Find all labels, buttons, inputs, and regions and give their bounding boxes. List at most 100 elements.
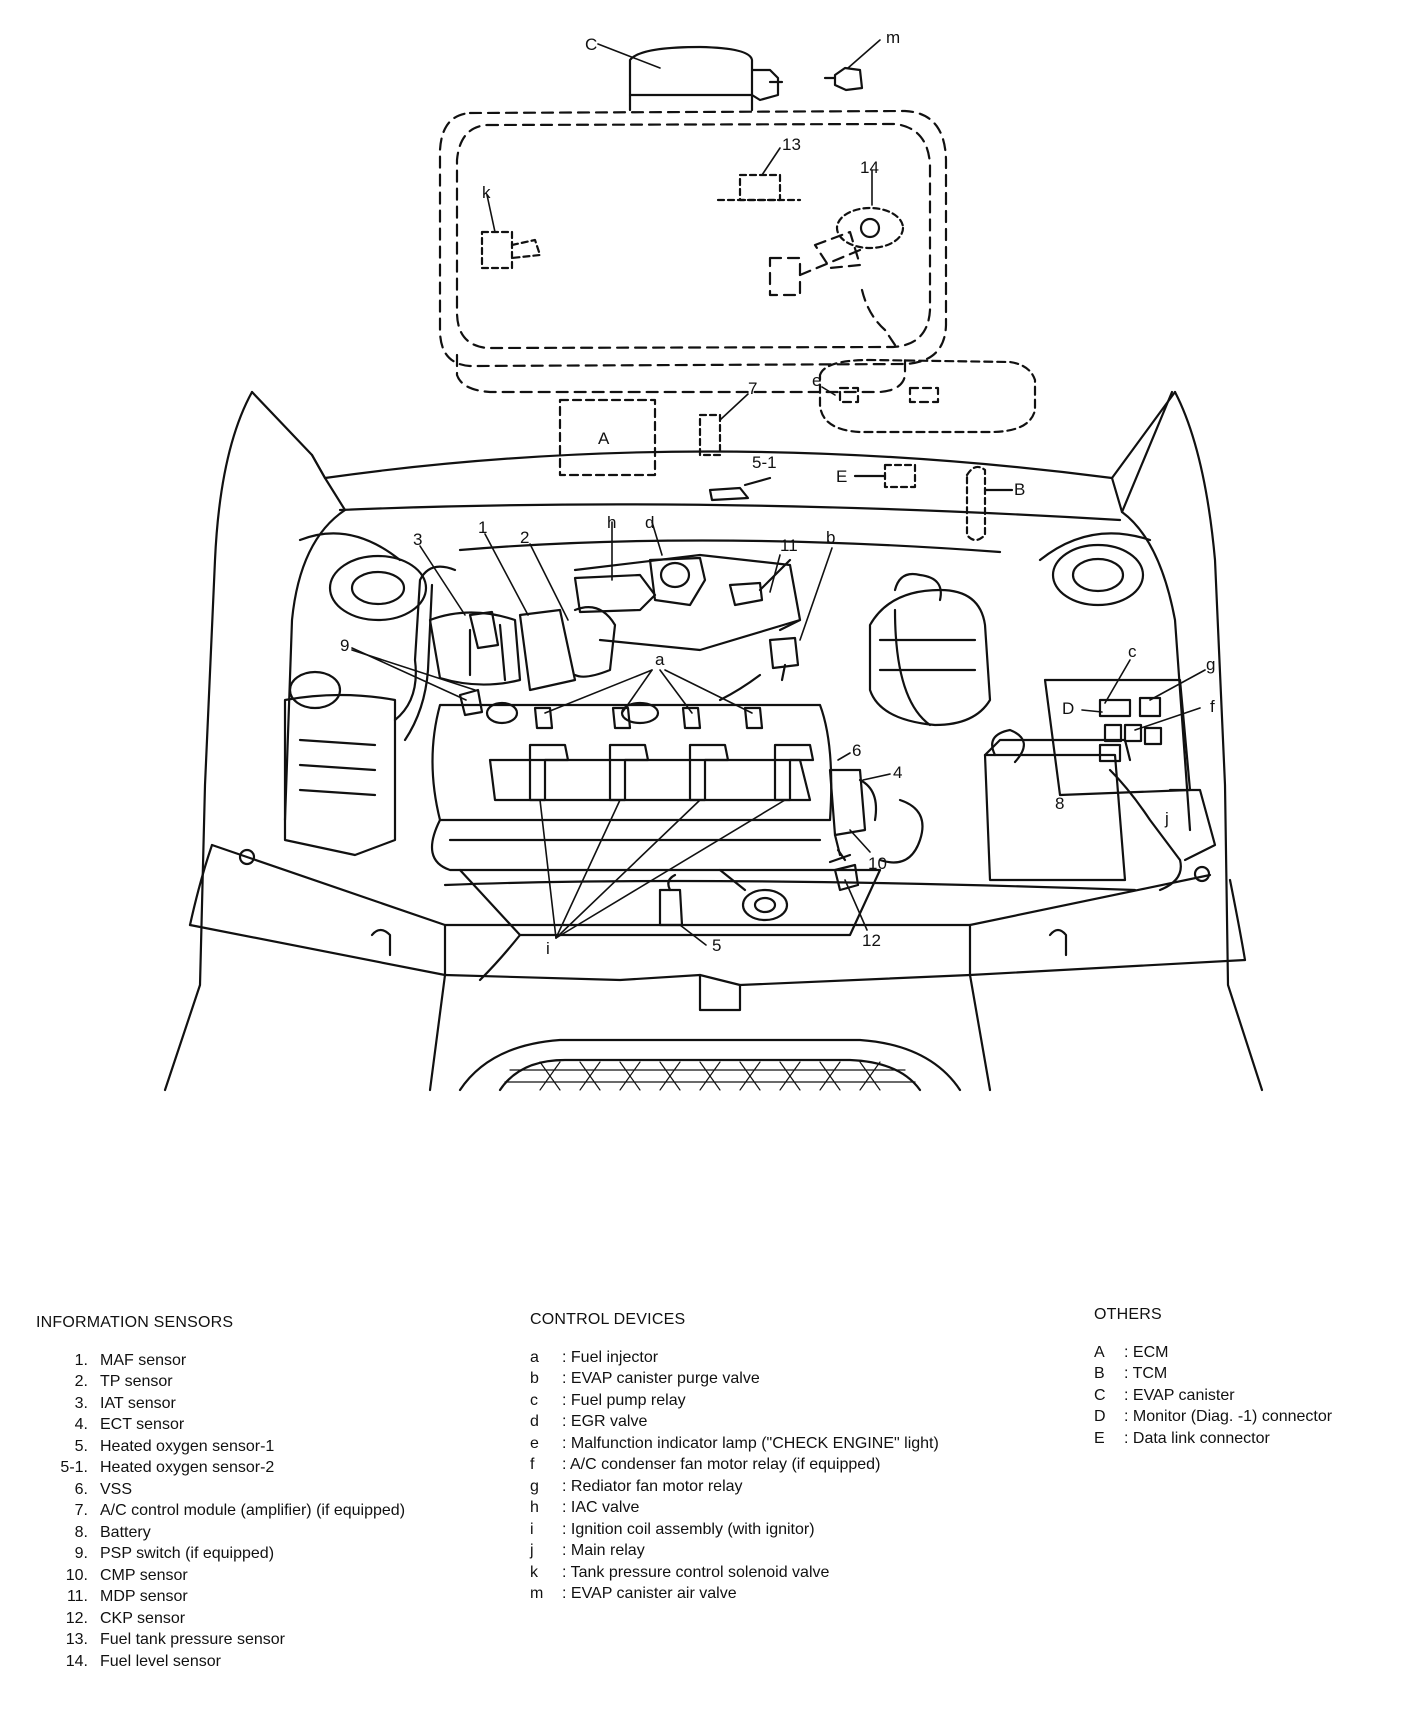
ac-control-module (698, 413, 722, 457)
legend-key: i (530, 1520, 534, 1538)
legend-item: c: Fuel pump relay (530, 1390, 939, 1412)
legend-item: 2.TP sensor (36, 1371, 405, 1393)
legend-key: 5-1. (60, 1459, 88, 1476)
legend-key: 4. (74, 1416, 88, 1433)
heated-oxygen-sensor-2 (708, 486, 750, 502)
legend-item: 13.Fuel tank pressure sensor (36, 1629, 405, 1651)
legend-label: : EVAP canister purge valve (562, 1370, 760, 1387)
fuel-tank (438, 109, 948, 394)
legend-label: : Data link connector (1124, 1429, 1270, 1447)
legend-label: : Malfunction indicator lamp ("CHECK ENG… (562, 1434, 939, 1452)
callout-g: g (1206, 655, 1215, 674)
legend-heading: CONTROL DEVICES (530, 1311, 686, 1328)
legend-label: : IAC valve (562, 1499, 640, 1516)
callout-E: E (836, 467, 847, 486)
legend-label: : Fuel injector (562, 1348, 659, 1366)
legend-key: 12. (65, 1609, 88, 1627)
legend-item: g : Rediator fan motor relay (530, 1476, 939, 1498)
legend-label: PSP switch (if equipped) (100, 1545, 275, 1562)
legend-key: d (530, 1413, 539, 1430)
leader-lines (351, 39, 1206, 946)
legend-item: 4.ECT sensor (36, 1414, 405, 1436)
legend-item: m: EVAP canister air valve (530, 1583, 939, 1605)
legend-label: Heated oxygen sensor-2 (100, 1459, 275, 1476)
legend-item: D: Monitor (Diag. -1) connector (1094, 1406, 1332, 1428)
legend-key: 10. (65, 1566, 88, 1584)
legend-item: 7. A/C control module (amplifier) (if equ… (36, 1500, 405, 1522)
legend-item: 11.MDP sensor (36, 1586, 405, 1608)
callout-11: 11 (780, 536, 798, 555)
legend-label: A/C control module (amplifier) (if equip… (100, 1502, 406, 1519)
callout-d: d (645, 513, 654, 532)
callout-3: 3 (413, 530, 422, 549)
evap-air-valve (823, 66, 864, 92)
legend-key: f (530, 1456, 535, 1473)
legend-key: A (1094, 1343, 1105, 1361)
legend-label: Fuel level sensor (100, 1652, 221, 1670)
legend-item: C: EVAP canister (1094, 1385, 1332, 1407)
legend-heading: INFORMATION SENSORS (36, 1314, 234, 1331)
legend-key: g (530, 1477, 539, 1495)
callout-c: c (1128, 642, 1137, 661)
tcm-box (965, 465, 987, 542)
legend-label: : Main relay (562, 1542, 645, 1559)
callout-f: f (1210, 697, 1215, 716)
legend-key: j (530, 1542, 534, 1559)
callout-13: 13 (782, 135, 801, 154)
ecm-box (558, 398, 657, 477)
legend-heading: OTHERS (1094, 1306, 1162, 1323)
callout-5-1: 5-1 (752, 453, 777, 472)
callout-D: D (1062, 699, 1074, 718)
legend-item: A: ECM (1094, 1342, 1332, 1364)
legend-item: 9. PSP switch (if equipped) (36, 1543, 405, 1565)
callout-j: j (1164, 809, 1169, 828)
callout-b: b (826, 528, 835, 547)
data-link-connector (883, 463, 917, 489)
legend-label: Battery (100, 1523, 151, 1541)
legend-item: 6.VSS (36, 1479, 405, 1501)
iat-sensor (468, 610, 500, 650)
legend-key: 2. (74, 1373, 88, 1390)
legend-key: b (530, 1370, 539, 1387)
legend-key: 13. (65, 1631, 88, 1648)
legend-key: C (1094, 1386, 1106, 1404)
power-steering-reservoir (283, 565, 457, 857)
hood (250, 390, 1177, 514)
legend-label: CKP sensor (100, 1609, 186, 1627)
legend-label: : Ignition coil assembly (with ignitor) (562, 1520, 815, 1538)
legend-key: 9. (74, 1545, 88, 1562)
legend-label: : Fuel pump relay (562, 1391, 686, 1409)
legend-item: E: Data link connector (1094, 1428, 1332, 1450)
callout-9: 9 (340, 636, 349, 655)
legend-label: : Rediator fan motor relay (562, 1477, 743, 1495)
callout-10: 10 (868, 854, 887, 873)
ignition-coils (528, 743, 815, 802)
callout-14: 14 (860, 158, 879, 177)
evap-canister (628, 45, 784, 112)
callout-8: 8 (1055, 794, 1064, 813)
legend-label: CMP sensor (100, 1566, 188, 1584)
legend-key: 6. (74, 1480, 88, 1498)
engine-block (430, 701, 882, 982)
legend-key: 1. (74, 1351, 88, 1369)
engine-compartment-diagram: C m k 13 14 e 7 A 5-1 E B 3 1 2 h d 11 b… (163, 28, 1264, 1092)
legend-label: : Monitor (Diag. -1) connector (1124, 1408, 1333, 1425)
legend-key: 7. (74, 1502, 88, 1519)
legend-label: Heated oxygen sensor-1 (100, 1437, 275, 1455)
legend-label: IAT sensor (100, 1394, 176, 1412)
legend-item: 5-1. Heated oxygen sensor-2 (36, 1457, 405, 1479)
legend-item: h: IAC valve (530, 1497, 939, 1519)
heated-oxygen-sensor-1 (658, 873, 684, 927)
fuel-level-sensor (835, 206, 905, 250)
legend-label: : Tank pressure control solenoid valve (562, 1563, 830, 1581)
tank-pressure-solenoid (480, 230, 542, 270)
legend-item: j : Main relay (530, 1540, 939, 1562)
callout-C: C (585, 35, 597, 54)
callout-A: A (598, 429, 610, 448)
legend-item: 8.Battery (36, 1522, 405, 1544)
callout-a: a (655, 650, 665, 669)
legend-key: 14. (65, 1652, 88, 1670)
